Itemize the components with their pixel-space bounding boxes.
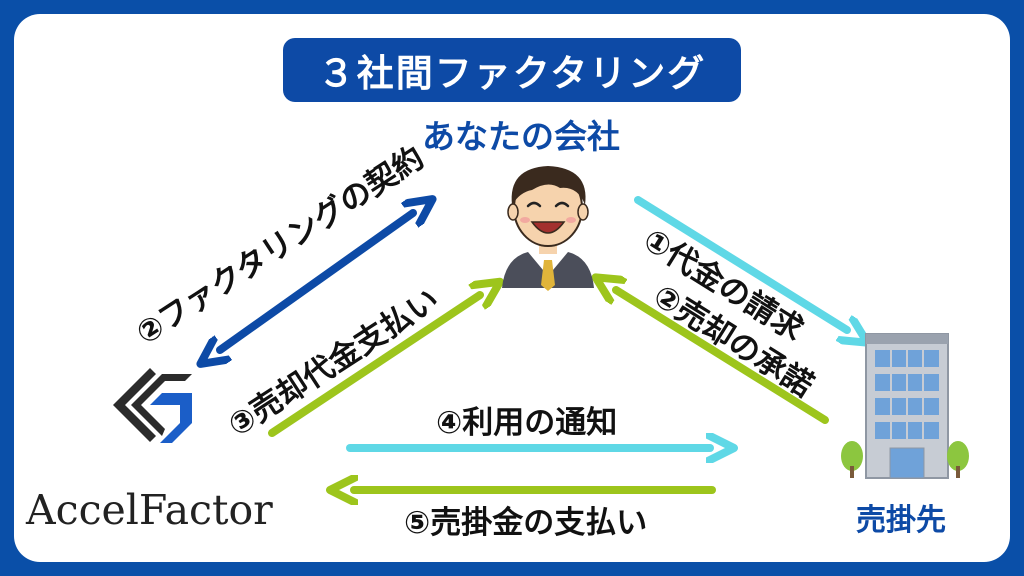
arrow-invoice — [634, 196, 847, 330]
arrow-sale-payment — [268, 295, 480, 437]
businessman-icon — [502, 166, 594, 291]
label-step-receivable-payment: ⑤売掛金の支払い — [404, 505, 648, 541]
arrow-approval — [616, 290, 829, 424]
accel-factor-logo-icon — [113, 368, 192, 443]
label-your-company: あなたの会社 — [422, 117, 620, 156]
accel-factor-brand-text: AccelFactor — [26, 486, 273, 534]
page-title: ３社間ファクタリング — [283, 38, 741, 102]
label-step-notice: ④利用の通知 — [436, 405, 618, 441]
arrow-contract — [220, 213, 413, 350]
office-building-icon — [841, 333, 969, 479]
label-customer: 売掛先 — [856, 503, 946, 538]
